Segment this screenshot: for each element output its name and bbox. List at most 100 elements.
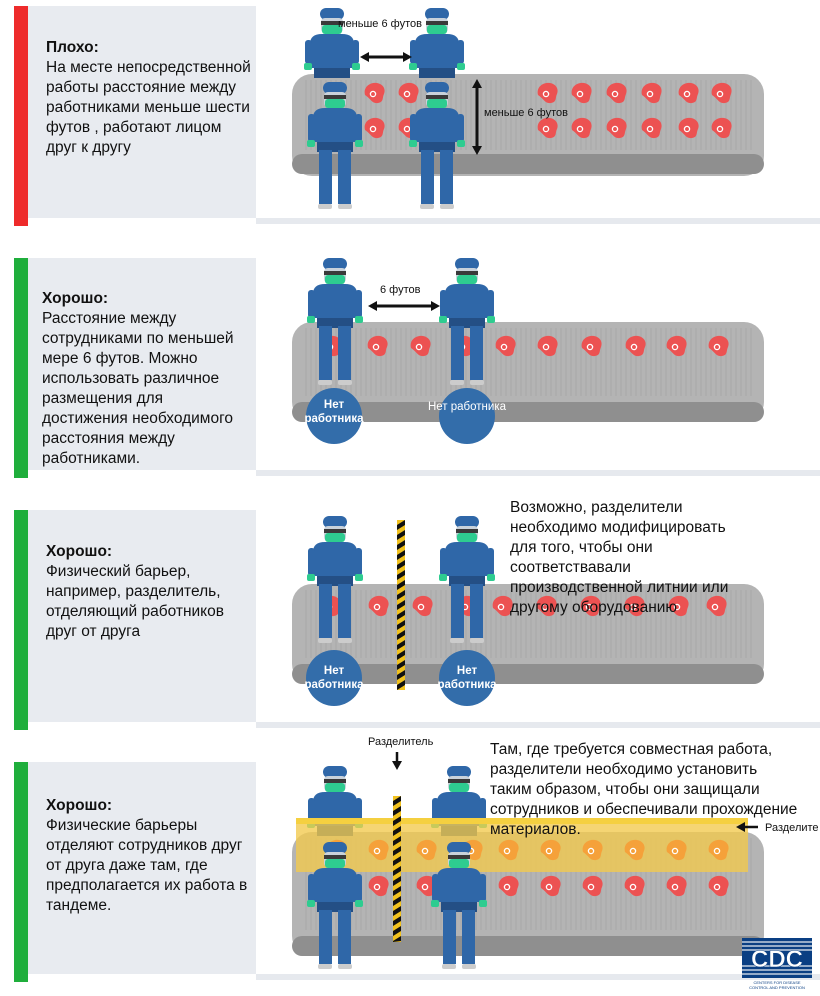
meat-piece [668, 595, 689, 617]
meat-piece [708, 335, 729, 357]
meat-piece [666, 839, 687, 861]
meat-piece [678, 82, 699, 104]
panel-4-divider [256, 974, 820, 980]
meat-piece [367, 335, 388, 357]
worker-cap [455, 258, 479, 270]
worker-mask [325, 859, 345, 868]
worker-torso [313, 868, 357, 902]
panel-2-divider [256, 470, 820, 476]
horizontal-barrier-edge [296, 818, 748, 824]
meat-piece [641, 117, 662, 139]
meat-piece [582, 875, 603, 897]
label-horizontal-distance: меньше 6 футов [338, 18, 422, 30]
worker-mask [325, 275, 345, 284]
svg-text:CONTROL AND PREVENTION: CONTROL AND PREVENTION [749, 985, 805, 990]
meat-piece [571, 82, 592, 104]
worker-leg [443, 910, 456, 964]
worker-front-left [307, 82, 363, 209]
meat-piece [412, 595, 433, 617]
panel-1-body: На месте непосредственной работы расстоя… [46, 59, 251, 156]
no-worker-label-a: Нет работника [304, 665, 364, 691]
no-worker-circle-b [439, 650, 495, 706]
panel-4-note: Там, где требуется совместная работа, ра… [490, 741, 798, 838]
meat-piece [711, 117, 732, 139]
worker-leg [319, 326, 332, 380]
worker-cap [425, 82, 449, 94]
worker-mask [325, 783, 345, 792]
panel-3-scene: Нет работника Нет работника [292, 516, 764, 706]
meat-piece [624, 595, 645, 617]
worker-front-right [431, 842, 487, 969]
worker-cap [323, 516, 347, 528]
worker-left [307, 258, 363, 385]
panel-2-body: Расстояние между сотрудниками по меньшей… [42, 310, 234, 467]
meat-piece [537, 117, 558, 139]
worker-back-right [431, 766, 487, 836]
meat-piece [624, 839, 645, 861]
meat-piece [537, 82, 558, 104]
meat-piece [537, 335, 558, 357]
worker-mask [427, 25, 447, 34]
worker-torso [437, 868, 481, 902]
divider-arrow-down [392, 752, 402, 770]
no-worker-label-b: Нет работника [437, 665, 497, 691]
panel-3-heading: Хорошо: [46, 543, 113, 560]
worker-right [439, 258, 495, 385]
distance-arrow [368, 301, 440, 311]
worker-leg [440, 150, 453, 204]
cdc-logo: CDC CENTERS FOR DISEASE CONTROL AND PREV… [742, 938, 812, 990]
panel-4-text: Хорошо: Физические барьеры отделяют сотр… [46, 796, 252, 916]
panel-1-text: Плохо: На месте непосредственной работы … [46, 38, 252, 158]
worker-back-left [304, 8, 360, 78]
worker-torso [313, 284, 357, 318]
panel-2-status-bar-good [14, 258, 28, 478]
worker-torso [415, 34, 459, 68]
worker-cap [323, 766, 347, 778]
worker-torso [313, 792, 357, 826]
meat-piece [624, 875, 645, 897]
worker-torso [310, 34, 354, 68]
meat-piece [571, 117, 592, 139]
worker-leg [338, 584, 351, 638]
panel-2-text: Хорошо: Расстояние между сотрудниками по… [42, 289, 248, 469]
worker-leg [451, 584, 464, 638]
meat-piece [398, 82, 419, 104]
panel-3-divider [256, 722, 820, 728]
meat-group-2 [321, 335, 729, 357]
conveyor-belt-2 [292, 322, 764, 422]
no-worker-circle-b [439, 388, 495, 444]
meat-piece [364, 117, 385, 139]
worker-cap [323, 842, 347, 854]
worker-torso [445, 542, 489, 576]
worker-leg [319, 150, 332, 204]
meat-piece [666, 875, 687, 897]
worker-mask [427, 99, 447, 108]
meat-piece [606, 117, 627, 139]
meat-piece [416, 875, 437, 897]
panel-3-status-bar-good [14, 510, 28, 730]
meat-piece [368, 595, 389, 617]
panel-2-scene: 6 футов Нет работника Нет работника [292, 258, 764, 444]
meat-piece [711, 82, 732, 104]
panel-4-status-bar-good [14, 762, 28, 982]
worker-cap [425, 8, 449, 20]
panel-1-scene: меньше 6 футов меньше 6 футов [292, 8, 764, 209]
worker-leg [319, 584, 332, 638]
meat-piece [536, 595, 557, 617]
worker-leg [338, 910, 351, 964]
worker-mask [457, 533, 477, 542]
meat-piece [641, 82, 662, 104]
vertical-distance-arrow [472, 79, 482, 155]
worker-leg [421, 150, 434, 204]
worker-cap [323, 82, 347, 94]
panel-3-body: Физический барьер, например, разделитель… [46, 563, 224, 640]
panel-2-background [14, 258, 256, 470]
no-worker-label-b: Нет работника [427, 401, 507, 413]
worker-torso [415, 108, 459, 142]
meat-piece [416, 839, 437, 861]
cdc-logo-text: CDC [751, 946, 803, 973]
worker-mask [322, 25, 342, 34]
worker-cap [447, 766, 471, 778]
meat-piece [708, 875, 729, 897]
meat-piece [606, 82, 627, 104]
